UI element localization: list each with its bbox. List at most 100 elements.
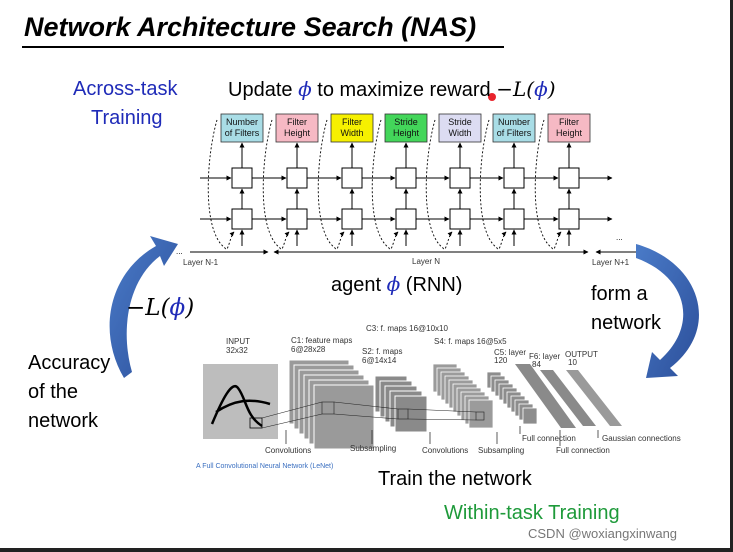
lenet-subsampling-1: Subsampling — [350, 444, 397, 453]
title-underline — [22, 46, 504, 48]
lenet-output-label: OUTPUT — [565, 350, 598, 359]
rnn-cell — [286, 208, 308, 230]
across-task-label-line2: Training — [91, 107, 163, 129]
rnn-cell — [395, 208, 417, 230]
accuracy-line3: network — [28, 410, 99, 432]
loss-close: ) — [185, 295, 195, 321]
lenet-convolutions-2: Convolutions — [422, 446, 469, 455]
lenet-input-size: 32x32 — [226, 346, 248, 355]
ellipsis-left: ... — [176, 247, 183, 256]
loss-minus: − — [126, 295, 146, 321]
lenet-subsampling-2: Subsampling — [478, 446, 525, 455]
form-network-line1: form a — [591, 283, 648, 305]
controller-box-label-line1: Stride — [448, 117, 472, 127]
rnn-cell — [558, 167, 580, 189]
across-task-label-line1: Across-task — [73, 78, 178, 100]
lenet-c5-size: 120 — [494, 356, 508, 365]
lenet-f6-label: F6: layer — [529, 352, 561, 361]
rnn-feedback-dashed-arrow — [317, 119, 345, 250]
ellipsis-right: ... — [616, 233, 623, 242]
rnn-cell — [231, 167, 253, 189]
agent-prefix: agent — [331, 274, 387, 296]
controller-output-box — [384, 113, 428, 143]
rnn-cell — [558, 208, 580, 230]
lenet-f6-size: 84 — [532, 360, 541, 369]
controller-output-box — [438, 113, 482, 143]
rnn-cells — [207, 119, 580, 250]
rnn-cell — [449, 208, 471, 230]
controller-box-label-line2: Height — [555, 128, 582, 138]
loss-symbol: L — [512, 77, 527, 101]
controller-box-label-line2: of Filters — [496, 128, 532, 138]
controller-box-label-line1: Filter — [342, 117, 362, 127]
phi-symbol-2: ϕ — [534, 77, 548, 101]
loss-open: ( — [160, 295, 170, 321]
controller-output-box — [492, 113, 536, 143]
lenet-c3-label: C3: f. maps 16@10x10 — [366, 324, 448, 333]
lenet-output-size: 10 — [568, 358, 577, 367]
controller-output-box — [220, 113, 264, 143]
controller-output-box — [330, 113, 374, 143]
update-middle: to maximize reward — [311, 79, 497, 101]
controller-output-box — [547, 113, 591, 143]
rnn-cell — [231, 208, 253, 230]
lenet-s4-label: S4: f. maps 16@5x5 — [434, 337, 507, 346]
slide-border-right — [730, 0, 733, 552]
controller-box-label-line1: Filter — [287, 117, 307, 127]
rnn-feedback-dashed-arrow — [534, 119, 562, 250]
agent-caption: agent ϕ (RNN) — [331, 272, 462, 297]
lenet-gaussian: Gaussian connections — [602, 434, 681, 443]
lenet-figure — [203, 359, 622, 450]
rnn-feedback-dashed-arrow — [207, 119, 235, 250]
layer-n-label: Layer N — [412, 257, 441, 266]
rnn-feedback-dashed-arrow — [371, 119, 399, 250]
controller-box-label-line2: Height — [392, 128, 419, 138]
open-paren: ( — [526, 77, 535, 101]
minus-sign: − — [496, 77, 513, 101]
within-task-label: Within-task Training — [444, 502, 620, 524]
rnn-cell — [341, 167, 363, 189]
lenet-c1-size: 6@28x28 — [291, 345, 326, 354]
loss-L: L — [145, 295, 161, 321]
rnn-feedback-dashed-arrow — [479, 119, 507, 250]
pointer-dot — [488, 93, 496, 101]
agent-phi: ϕ — [386, 272, 401, 296]
rnn-feedback-dashed-arrow — [425, 119, 453, 250]
update-caption: Update ϕ to maximize reward −L(ϕ) — [228, 77, 556, 102]
lenet-input-label: INPUT — [226, 337, 250, 346]
controller-box-label-line2: Width — [340, 128, 364, 138]
accuracy-line1: Accuracy — [28, 352, 111, 374]
train-network-caption: Train the network — [378, 468, 532, 490]
form-network-line2: network — [591, 312, 662, 334]
loss-phi: ϕ — [169, 295, 186, 321]
controller-box-label-line1: Number — [225, 117, 258, 127]
rnn-cell — [503, 167, 525, 189]
controller-output-boxes — [220, 113, 591, 143]
controller-box-label-line2: Width — [448, 128, 472, 138]
accuracy-line2: of the — [28, 381, 79, 403]
watermark: CSDN @woxiangxinwang — [528, 526, 678, 541]
phi-symbol: ϕ — [298, 77, 312, 101]
lenet-caption: A Full Convolutional Neural Network (LeN… — [196, 463, 334, 470]
rnn-connections: ...... — [176, 175, 623, 256]
close-paren: ) — [547, 77, 556, 101]
layer-n-plus-1-label: Layer N+1 — [592, 258, 630, 267]
controller-box-label-line1: Stride — [394, 117, 418, 127]
lenet-c5-label: C5: layer — [494, 348, 527, 357]
controller-box-label-line1: Filter — [559, 117, 579, 127]
right-cycle-arrow — [636, 244, 699, 378]
rnn-feedback-dashed-arrow — [262, 119, 290, 250]
controller-box-label-line2: of Filters — [224, 128, 260, 138]
lenet-full-connection-2: Full connection — [556, 446, 610, 455]
rnn-cell — [286, 167, 308, 189]
update-prefix: Update — [228, 79, 299, 101]
layer-n-minus-1-label: Layer N-1 — [183, 258, 219, 267]
loss-caption: −L(ϕ) — [126, 294, 194, 321]
left-cycle-arrow — [109, 236, 178, 378]
controller-box-label-line2: Height — [283, 128, 310, 138]
controller-output-box — [275, 113, 319, 143]
slide-title: Network Architecture Search (NAS) — [24, 12, 477, 42]
controller-box-label-line1: Number — [497, 117, 530, 127]
rnn-cell — [503, 208, 525, 230]
